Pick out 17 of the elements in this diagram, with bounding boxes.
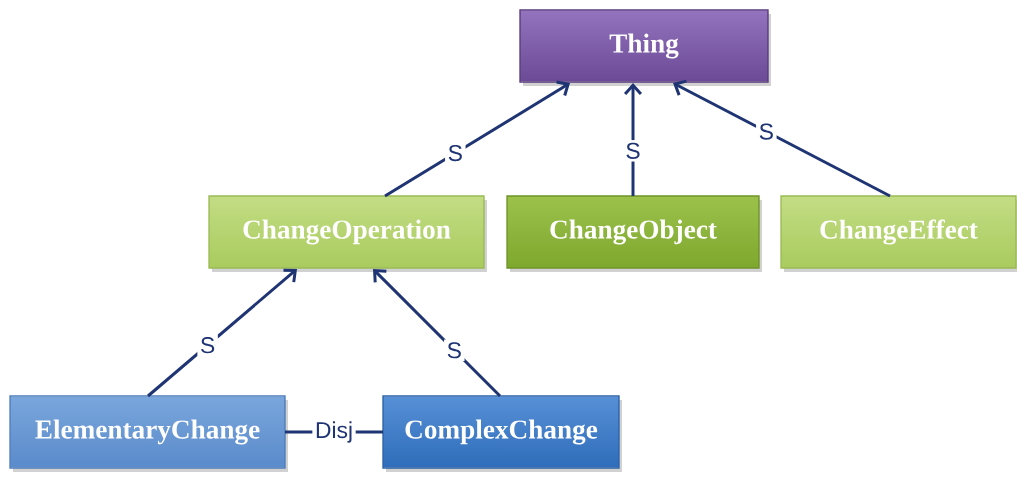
edge-label: S (756, 120, 777, 143)
edge-label: S (445, 142, 466, 164)
class-box: ComplexChange (382, 395, 622, 472)
arrow (673, 79, 891, 198)
edge-label: Disj (312, 418, 356, 446)
class-box: Thing (519, 9, 771, 86)
arrow (373, 269, 502, 398)
edge-label: S (622, 140, 644, 162)
class-box: ElementaryChange (9, 395, 288, 472)
arrow (384, 80, 570, 198)
arrow (624, 83, 643, 196)
arrow (147, 268, 297, 398)
class-box: ChangeOperation (208, 195, 487, 272)
edge-label: S (197, 334, 218, 356)
edge-label: S (444, 339, 465, 361)
class-box: ChangeEffect (780, 195, 1017, 272)
class-box: ChangeObject (506, 195, 762, 272)
